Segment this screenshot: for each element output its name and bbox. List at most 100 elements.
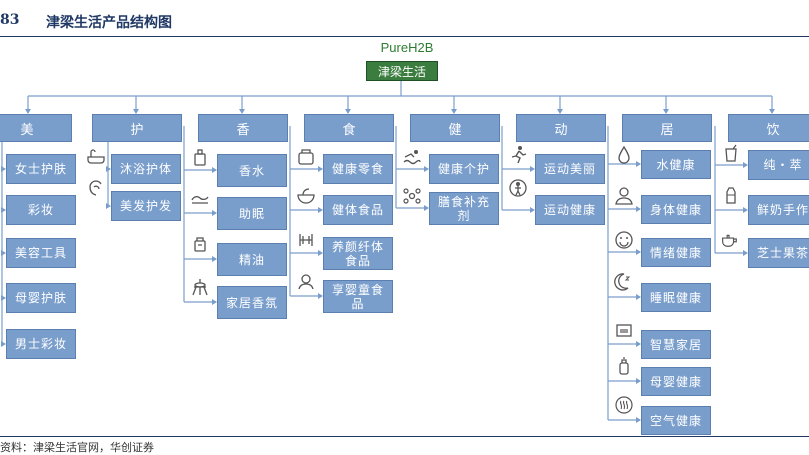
category-dong: 动	[516, 114, 606, 142]
item-dong-0: 运动美丽	[535, 154, 605, 184]
figure-number: 83	[0, 12, 20, 28]
branch-arrow	[636, 206, 641, 212]
category-arrow	[25, 109, 31, 114]
item-xiang-1: 助眠	[217, 197, 287, 230]
item-xiang-3: 家居香氛	[217, 286, 287, 319]
branch-arrow	[636, 249, 641, 255]
item-mei-0: 女士护肤	[6, 154, 76, 184]
item-yin-0: 纯・萃	[748, 150, 809, 180]
item-mei-1: 彩妆	[6, 195, 76, 225]
item-hu-1: 美发护发	[111, 191, 181, 221]
sleep-icon	[191, 196, 209, 204]
item-ju-4: 智慧家居	[641, 330, 711, 359]
category-arrow	[239, 109, 245, 114]
branch-arrow	[636, 341, 641, 347]
branch-arrow	[424, 205, 429, 211]
item-xiang-2: 精油	[217, 243, 287, 276]
athlete-icon	[509, 179, 527, 197]
item-jian-0: 健康个护	[429, 154, 499, 184]
item-yin-1: 鲜奶手作	[748, 195, 809, 225]
item-hu-0: 沐浴护体	[111, 154, 181, 184]
milk-icon	[726, 187, 736, 204]
branch-arrow	[318, 250, 323, 256]
category-xiang: 香	[198, 114, 288, 142]
oil-bottle-icon	[194, 237, 206, 252]
branch-arrow	[318, 166, 323, 172]
branch-arrow	[424, 166, 429, 172]
branch-arrow	[636, 294, 641, 300]
smile-icon	[615, 231, 633, 249]
item-ju-6: 空气健康	[641, 406, 711, 435]
hair-icon	[89, 180, 102, 196]
category-hu: 护	[92, 114, 182, 142]
branch-arrow	[1, 295, 6, 301]
item-shi-3: 享婴童食品	[323, 280, 393, 313]
teapot-icon	[722, 234, 737, 247]
branch-arrow	[636, 378, 641, 384]
item-shi-0: 健康零食	[323, 154, 393, 184]
branch-arrow	[530, 207, 535, 213]
branch-arrow	[1, 250, 6, 256]
category-mei: 美	[0, 114, 72, 142]
branch-arrow	[212, 210, 217, 216]
category-jian: 健	[410, 114, 500, 142]
house-icon	[616, 324, 632, 337]
item-jian-1: 膳食补充剂	[429, 192, 499, 225]
branch-arrow	[212, 256, 217, 262]
molecule-icon	[403, 188, 421, 204]
item-dong-1: 运动健康	[535, 195, 605, 225]
water-drop-icon	[618, 145, 630, 164]
category-ju: 居	[622, 114, 712, 142]
perfume-bottle-icon	[194, 149, 206, 166]
item-shi-1: 健体食品	[323, 195, 393, 225]
category-arrow	[451, 109, 457, 114]
branch-arrow	[212, 167, 217, 173]
figure-header: 83 津梁生活产品结构图	[0, 0, 809, 37]
branch-arrow	[743, 250, 748, 256]
branch-arrow	[636, 161, 641, 167]
branch-arrow	[1, 341, 6, 347]
bathtub-icon	[87, 149, 105, 164]
item-ju-1: 身体健康	[641, 195, 711, 224]
item-ju-2: 情绪健康	[641, 238, 711, 267]
branch-arrow	[636, 417, 641, 423]
item-ju-3: 睡眠健康	[641, 283, 711, 312]
category-arrow	[133, 109, 139, 114]
branch-arrow	[318, 207, 323, 213]
diffuser-icon	[192, 279, 208, 296]
brand-label: PureH2B	[380, 40, 434, 55]
branch-arrow	[212, 299, 217, 305]
item-mei-3: 母婴护肤	[6, 283, 76, 313]
person-icon	[615, 187, 633, 205]
category-arrow	[663, 109, 669, 114]
salad-icon	[297, 188, 315, 204]
branch-arrow	[530, 166, 535, 172]
category-shi: 食	[304, 114, 394, 142]
baby-bottle-icon	[619, 357, 629, 375]
cup-icon	[725, 144, 737, 162]
category-arrow	[557, 109, 563, 114]
runner-icon	[511, 146, 527, 164]
figure-footer: 资料：津梁生活官网，华创证券	[0, 436, 809, 454]
branch-arrow	[743, 162, 748, 168]
snack-icon	[298, 149, 314, 165]
branch-arrow	[106, 203, 111, 209]
item-ju-0: 水健康	[641, 150, 711, 179]
item-yin-2: 芝士果茶	[748, 238, 809, 268]
root-node: 津梁生活	[366, 61, 438, 81]
branch-arrow	[1, 166, 6, 172]
item-xiang-0: 香水	[217, 154, 287, 187]
item-shi-2: 养颜纤体食品	[323, 237, 393, 270]
moon-icon	[614, 273, 631, 291]
swimmer-icon	[403, 150, 421, 165]
branch-arrow	[1, 207, 6, 213]
item-ju-5: 母婴健康	[641, 367, 711, 396]
figure-title: 津梁生活产品结构图	[46, 15, 172, 31]
footer-source: 资料：津梁生活官网，华创证券	[0, 441, 154, 454]
air-icon	[615, 396, 633, 414]
item-mei-4: 男士彩妆	[6, 329, 76, 359]
category-yin: 饮	[728, 114, 809, 142]
category-arrow	[769, 109, 775, 114]
item-mei-2: 美容工具	[6, 238, 76, 268]
